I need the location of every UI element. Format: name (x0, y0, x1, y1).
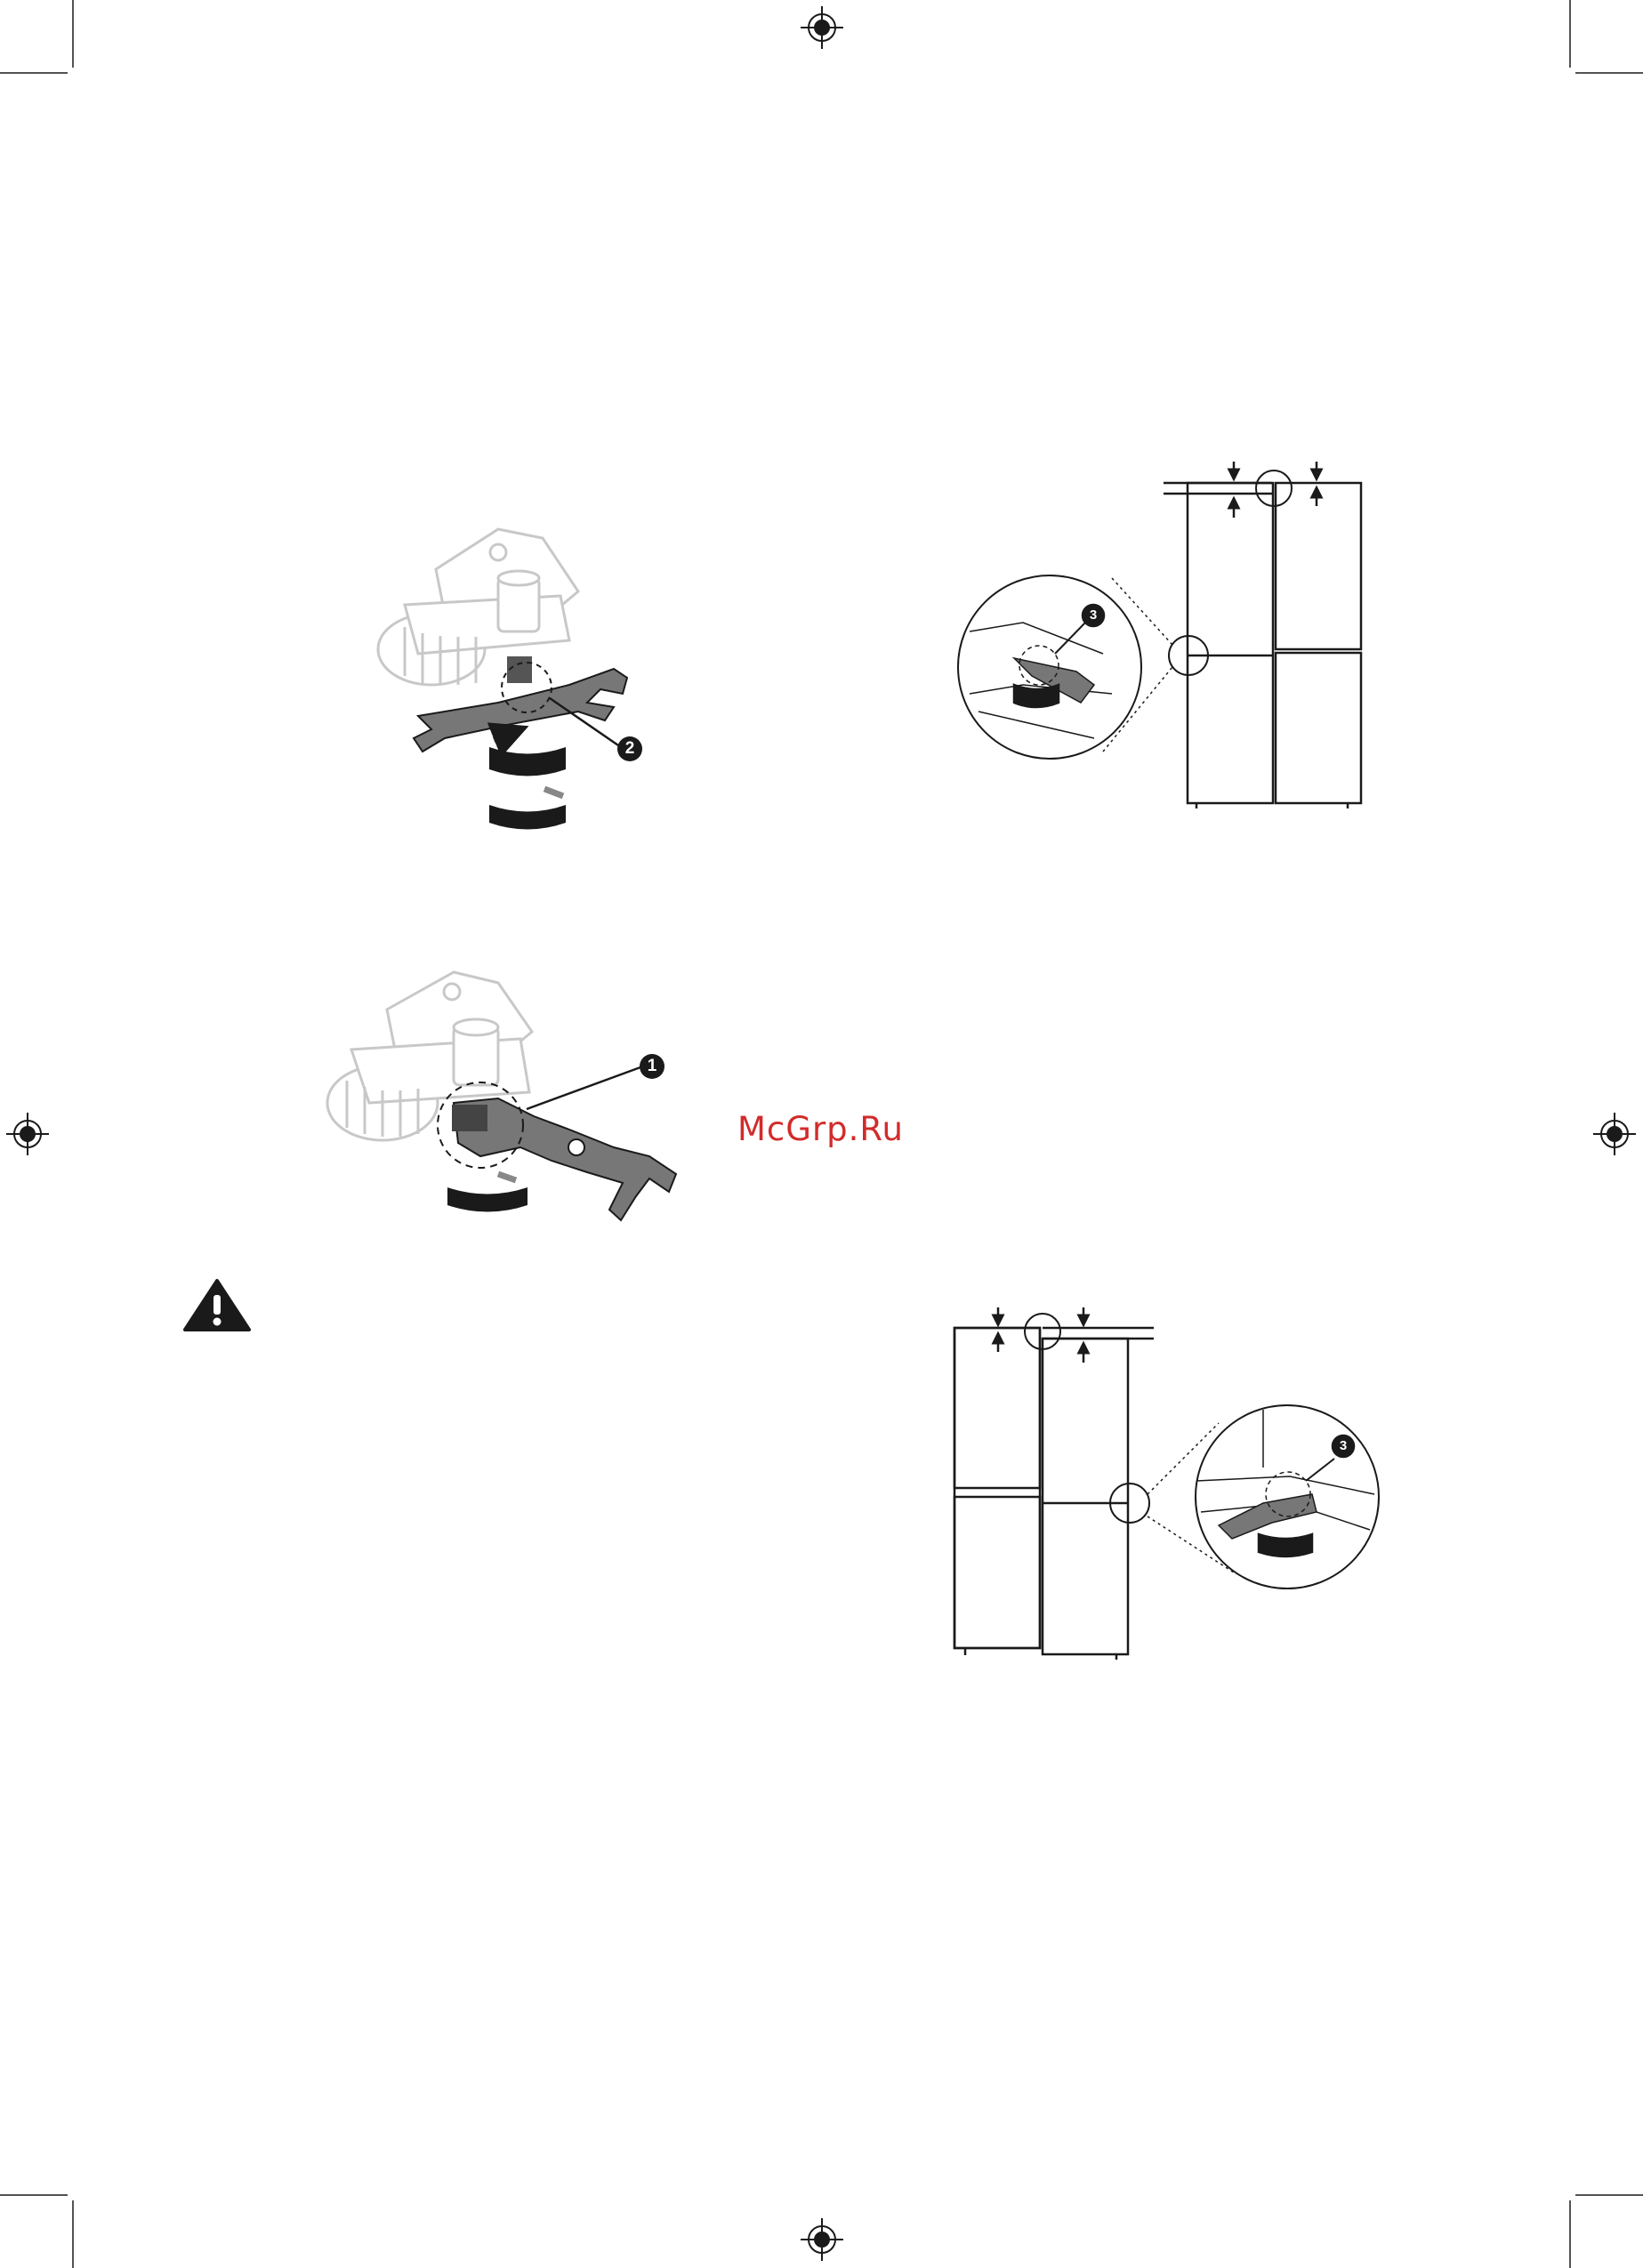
fridge-illustration-right (958, 462, 1361, 808)
registration-crosshair-icon (801, 6, 843, 49)
registration-crosshair-icon (1593, 1113, 1636, 1155)
watermark: McGrp.Ru (737, 1110, 915, 1154)
registration-crosshair-icon (801, 2218, 843, 2261)
warning-triangle-icon (185, 1281, 249, 1330)
callout-number: 1 (641, 1055, 663, 1078)
callout-number: 3 (1084, 606, 1102, 625)
leveling-foot-illustration-upper (378, 529, 642, 830)
registration-crosshair-icon (6, 1113, 49, 1155)
callout-number: 3 (1334, 1436, 1352, 1456)
fridge-illustration-left (954, 1307, 1379, 1660)
callout-number: 2 (619, 737, 640, 760)
leveling-foot-illustration-lower (327, 972, 676, 1220)
